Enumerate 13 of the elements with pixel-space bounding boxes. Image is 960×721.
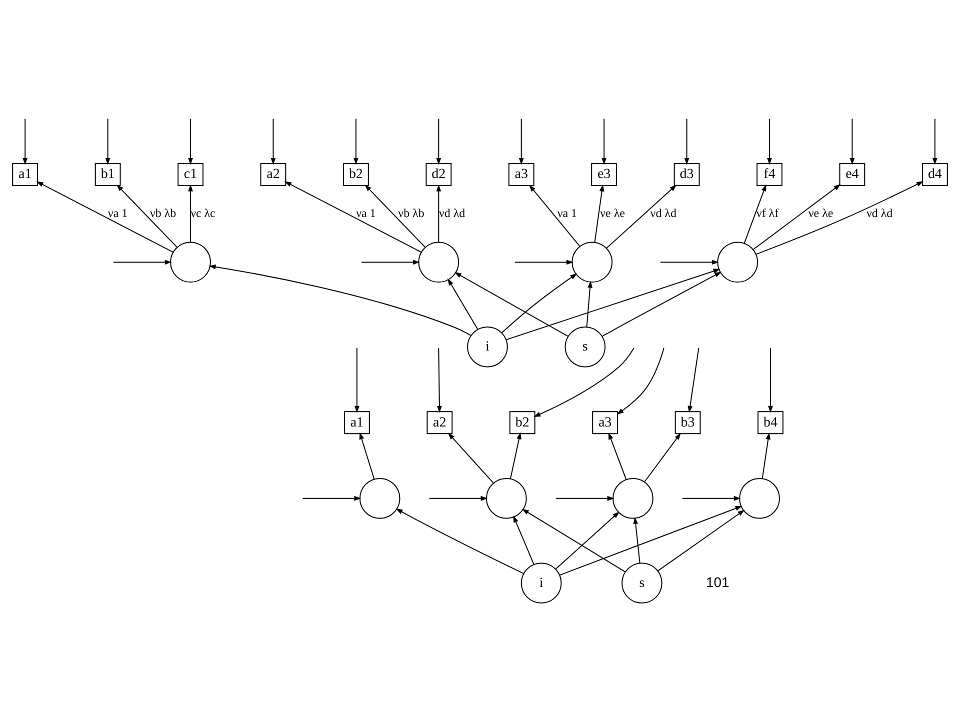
edge-label: νd λd xyxy=(866,206,893,220)
edge-label: νf λf xyxy=(756,206,779,220)
label: 101 xyxy=(706,574,730,590)
edge-label: νa 1 xyxy=(557,206,578,220)
edge-label: νe λe xyxy=(808,206,834,220)
edge-label: νb λb xyxy=(150,206,176,220)
edge-label: νd λd xyxy=(650,206,676,220)
edge-label: νe λe xyxy=(600,206,625,220)
edge-label: νc λc xyxy=(190,206,216,220)
edge-label: νa 1 xyxy=(108,206,128,220)
edge-label: νd λd xyxy=(439,206,466,220)
edge-label: νb λb xyxy=(398,206,424,220)
edge-label: νa 1 xyxy=(356,206,376,220)
